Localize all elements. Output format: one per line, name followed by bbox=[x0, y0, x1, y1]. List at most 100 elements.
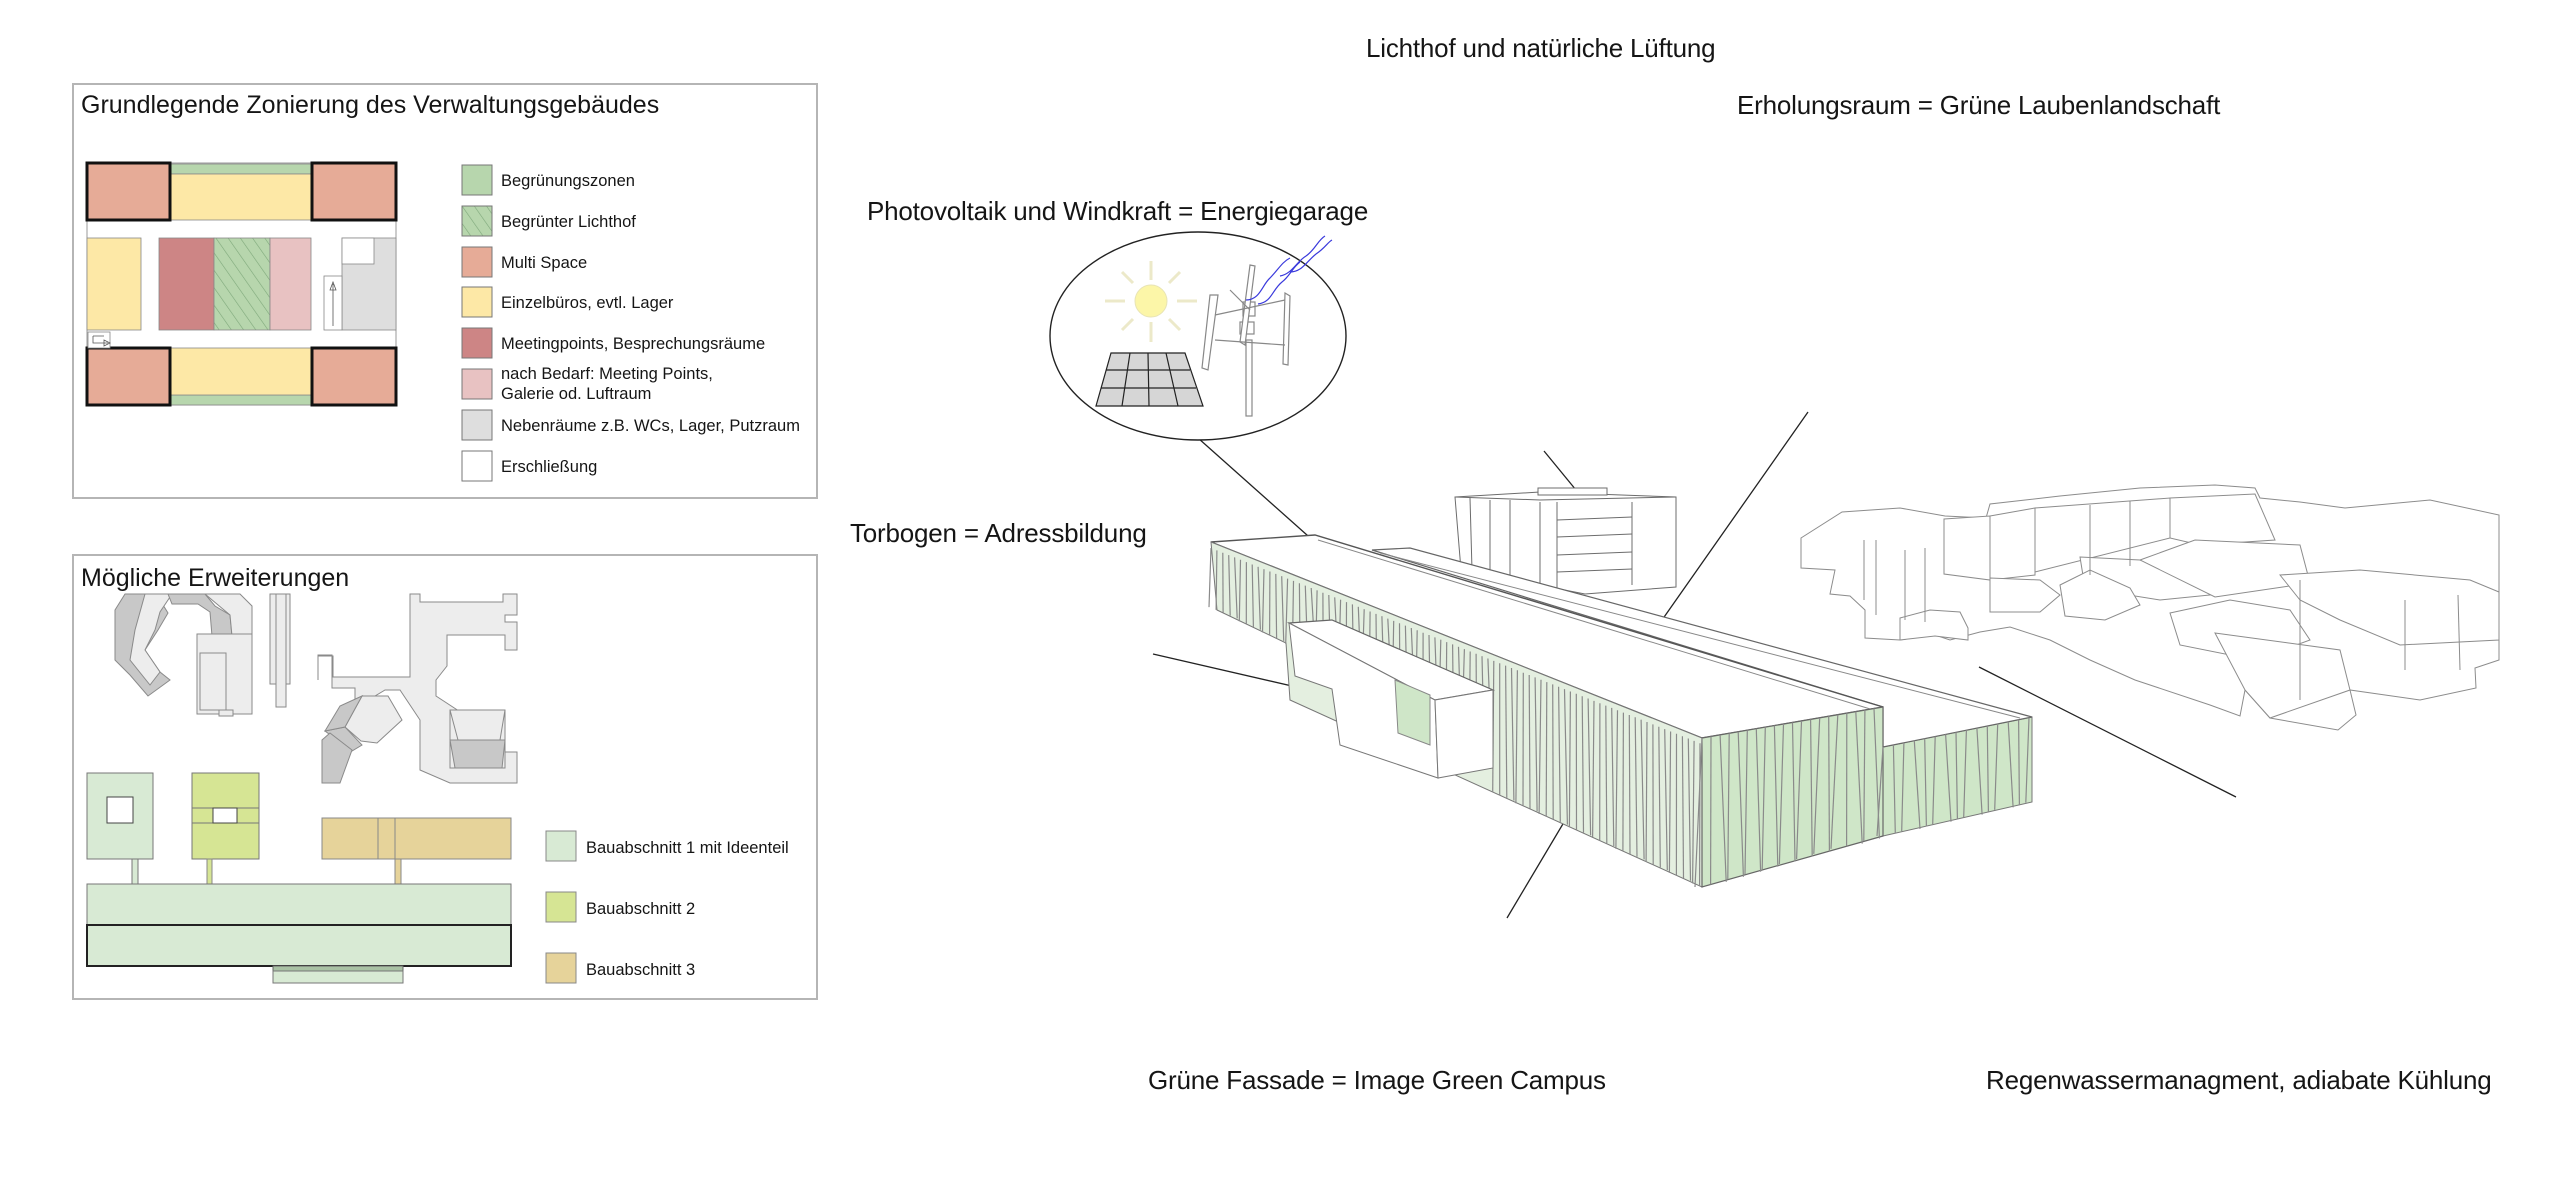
legend-swatch bbox=[461, 164, 493, 196]
plan-stair-left bbox=[87, 331, 111, 349]
stair-arrow-icon bbox=[92, 335, 111, 347]
facade-fin bbox=[1924, 738, 1927, 827]
facade-fin bbox=[1510, 667, 1515, 801]
plan-multispace-tr bbox=[310, 161, 398, 222]
legend-label-meetingpoints: Meetingpoints, Besprechungsräume bbox=[501, 335, 766, 353]
facade-fin bbox=[1932, 736, 1936, 825]
facade-fin bbox=[1292, 580, 1295, 626]
legend-label-erschliessung: Erschließung bbox=[501, 458, 598, 476]
facade-fin bbox=[1658, 726, 1661, 868]
facade-fin bbox=[1251, 564, 1254, 627]
plan-office-bottom bbox=[169, 347, 313, 396]
facade-fin bbox=[1755, 728, 1762, 872]
facade-fin bbox=[2018, 719, 2020, 806]
facade-fin bbox=[1622, 712, 1625, 852]
plan-green-strip-bottom bbox=[169, 394, 313, 406]
legend-label-einzelbueros: Einzelbüros, evtl. Lager bbox=[501, 294, 674, 312]
callout-title-fassade: Grüne Fassade = Image Green Campus bbox=[1148, 1065, 1606, 1095]
facade-fin bbox=[1945, 734, 1952, 822]
extensions-panel-title: Mögliche Erweiterungen bbox=[81, 564, 350, 592]
wind-swirl-icon bbox=[1245, 235, 1333, 305]
facade-fin bbox=[1281, 576, 1285, 641]
facade-fin bbox=[1563, 689, 1568, 825]
facade-fin bbox=[1778, 723, 1785, 865]
facade-fin bbox=[1634, 717, 1638, 857]
facade-fin bbox=[1855, 711, 1863, 844]
solar-panel-icon bbox=[1095, 352, 1204, 407]
facade-fin bbox=[1810, 719, 1813, 857]
facade-fin bbox=[1528, 674, 1531, 809]
legend-swatch bbox=[461, 286, 493, 318]
facade-fin bbox=[1994, 723, 1999, 810]
facade-fin bbox=[1892, 744, 1896, 834]
wind-turbine-icon bbox=[1201, 264, 1291, 417]
leader-regen bbox=[1978, 666, 2237, 798]
ba3-annex bbox=[321, 817, 512, 860]
facade-fin bbox=[1863, 710, 1866, 842]
plan-meeting bbox=[158, 237, 215, 331]
plan-multispace-br bbox=[310, 346, 398, 407]
facade-fin bbox=[1668, 731, 1672, 873]
extensions-legend bbox=[545, 830, 577, 984]
facade-fin bbox=[1208, 547, 1212, 608]
facade-fin bbox=[1645, 721, 1648, 863]
facade-fin bbox=[1505, 665, 1508, 798]
plan-office-left bbox=[86, 237, 142, 331]
legend-swatch bbox=[461, 409, 493, 441]
facade-fin bbox=[1605, 705, 1608, 844]
facade-fin bbox=[1664, 729, 1668, 871]
facade-fin bbox=[1976, 728, 1983, 815]
callout-title-regen: Regenwassermanagment, adiabate Kühlung bbox=[1986, 1065, 2492, 1095]
neighbor-buildings bbox=[1800, 484, 2500, 731]
facade-fin bbox=[1681, 736, 1685, 879]
facade-fin bbox=[1615, 710, 1619, 849]
stair-arrow-icon bbox=[329, 280, 337, 326]
legend-label-ba3: Bauabschnitt 3 bbox=[586, 961, 696, 979]
legend-label-multispace: Multi Space bbox=[501, 254, 588, 272]
legend-swatch bbox=[545, 830, 577, 862]
plan-lichthof bbox=[213, 237, 271, 331]
facade-fin bbox=[1876, 746, 1884, 837]
facade-fin bbox=[1238, 559, 1242, 622]
legend-label-nebenraeume: Nebenräume z.B. WCs, Lager, Putzraum bbox=[501, 417, 800, 435]
facade-fin bbox=[1545, 682, 1548, 817]
ba1-main-bar bbox=[86, 883, 512, 926]
facade-fin bbox=[1558, 686, 1561, 822]
legend-swatch bbox=[461, 327, 493, 359]
facade-fin bbox=[1275, 573, 1278, 639]
legend-label-lichthof: Begrünter Lichthof bbox=[501, 213, 636, 231]
legend-label-bedarf-line2: Galerie od. Luftraum bbox=[501, 385, 652, 403]
facade-fin bbox=[1828, 716, 1831, 852]
facade-fin bbox=[1963, 730, 1967, 818]
legend-swatch bbox=[461, 368, 493, 400]
facade-fin bbox=[1234, 557, 1238, 619]
facade-fin bbox=[1901, 742, 1905, 832]
facade-fin bbox=[1719, 734, 1727, 882]
facade-fin bbox=[1587, 698, 1592, 836]
facade-fin bbox=[1986, 725, 1989, 813]
facade-fin bbox=[1796, 720, 1803, 860]
legend-swatch bbox=[461, 450, 493, 482]
facade-fin bbox=[1640, 719, 1645, 860]
callout-title-erholung: Erholungsraum = Grüne Laubenlandschaft bbox=[1737, 90, 2221, 120]
ba1-main-bar-existing bbox=[86, 924, 512, 967]
facade-fin bbox=[2007, 721, 2014, 808]
callout-pv bbox=[1049, 231, 1347, 441]
legend-label-begruenungszonen: Begrünungszonen bbox=[501, 172, 635, 190]
facade-fin bbox=[1552, 684, 1554, 820]
facade-fin bbox=[1215, 550, 1218, 610]
callout-title-pv: Photovoltaik und Windkraft = Energiegara… bbox=[867, 196, 1369, 226]
facade-fin bbox=[1592, 700, 1595, 839]
plan-gallery bbox=[269, 237, 312, 331]
facade-fin bbox=[1568, 691, 1572, 828]
facade-fin bbox=[1813, 717, 1821, 854]
legend-label-bedarf-line1: nach Bedarf: Meeting Points, bbox=[501, 365, 713, 383]
facade-fin bbox=[1515, 670, 1518, 804]
facade-fin bbox=[2025, 717, 2030, 803]
zoning-panel-title: Grundlegende Zonierung des Verwaltungsge… bbox=[81, 91, 660, 119]
facade-fin bbox=[1744, 730, 1748, 875]
facade-fin bbox=[1791, 722, 1796, 862]
facade-fin bbox=[1534, 677, 1538, 812]
callout-title-lichthof: Lichthof und natürliche Lüftung bbox=[1366, 33, 1716, 63]
sun-icon bbox=[1105, 261, 1197, 342]
